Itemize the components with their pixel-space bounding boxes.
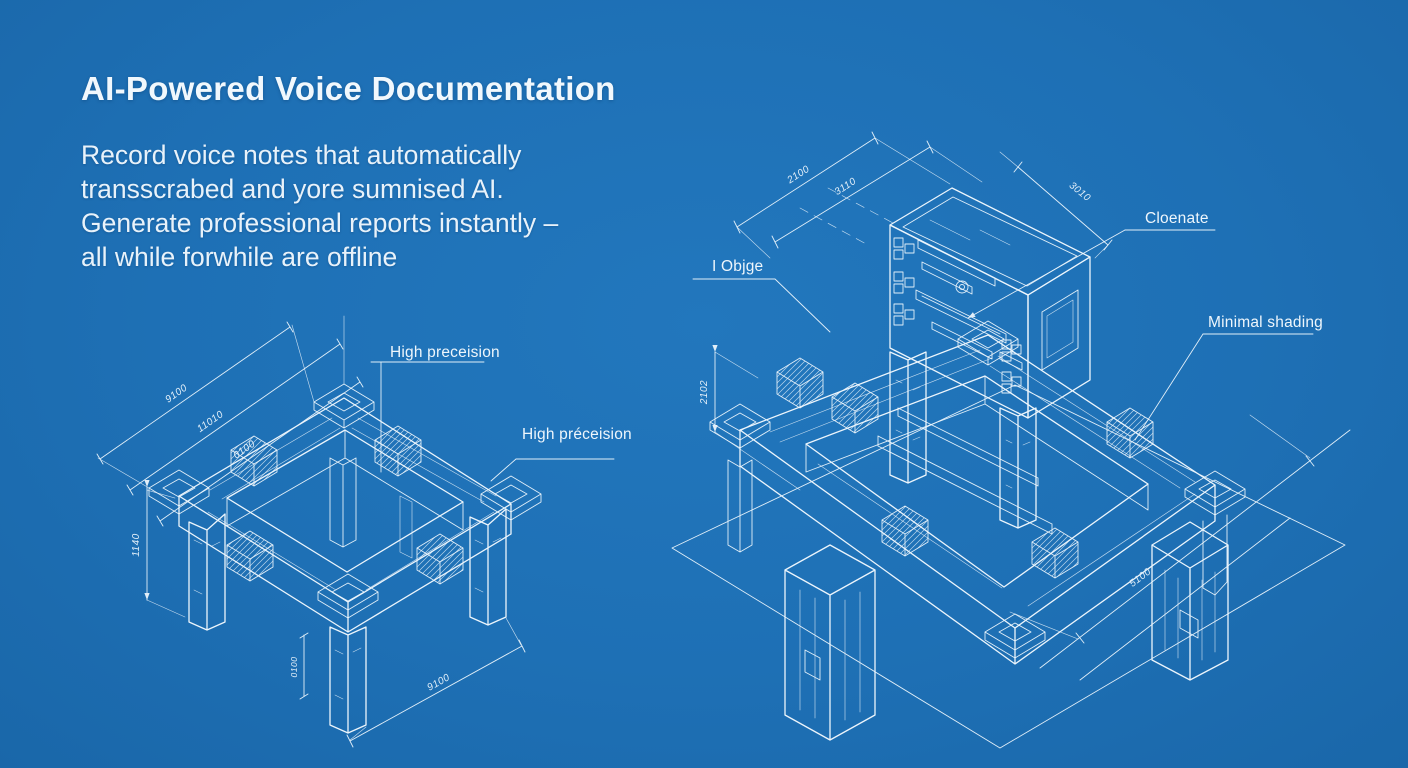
callout-label: High préceision: [522, 426, 632, 443]
panel-knob: [955, 280, 969, 294]
left-blueprint-figure: 9100 11010 0100 1140 0100 9100 High prec…: [96, 315, 632, 748]
hatched-blocks: [226, 425, 464, 585]
panel-slots: [915, 239, 1023, 371]
dim-label: 3110: [833, 176, 859, 198]
dim-label: 9100: [426, 672, 453, 693]
callout-minimal-shading: Minimal shading: [1134, 314, 1323, 441]
frame-legs: [188, 508, 507, 734]
control-panel-box: [799, 187, 1091, 419]
callout-label: Cloenate: [1145, 210, 1209, 227]
hatched-blocks: [776, 357, 1154, 579]
callout-high-precision-top: High preceision: [370, 344, 500, 473]
corner-cap: [148, 383, 542, 619]
body-line: transscrabed and yore sumnised AI.: [81, 174, 504, 204]
side-screen: [1041, 289, 1079, 371]
callout-cloenate: Cloenate: [967, 210, 1216, 319]
panel-buttons: [893, 237, 1022, 394]
page-title: AI-Powered Voice Documentation: [81, 70, 616, 107]
frame-structure: [148, 383, 542, 734]
callout-label: I Objge: [712, 258, 763, 275]
callout-label: Minimal shading: [1208, 314, 1323, 331]
machine-base: [709, 320, 1246, 741]
dim-label: 3010: [1067, 180, 1093, 204]
right-blueprint-figure: 2100 3110 3010 2102 5100 I Objge Cloenat…: [671, 131, 1351, 749]
dim-label: 2102: [699, 380, 710, 405]
callout-label: High preceision: [390, 344, 500, 361]
dim-label: 0100: [289, 657, 299, 678]
body-line: Generate professional reports instantly …: [81, 208, 559, 238]
dim-label: 1140: [131, 533, 142, 557]
callout-high-precision-right: High préceision: [490, 426, 632, 482]
gantry-columns: [877, 351, 1053, 535]
ground-plane: [671, 384, 1346, 749]
dim-label: 11010: [195, 409, 226, 435]
callout-objge: I Objge: [692, 258, 831, 333]
body-line: Record voice notes that automatically: [81, 140, 522, 170]
dimension-lines: 9100 11010 0100 1140 0100 9100: [96, 315, 526, 748]
machine-legs: [727, 459, 1229, 741]
dim-label: 5100: [1128, 566, 1154, 589]
dim-label: 2100: [785, 164, 812, 187]
body-line: all while forwhile are offline: [81, 242, 398, 272]
body-text: Record voice notes that automatically tr…: [81, 138, 661, 274]
dim-label: 9100: [163, 382, 189, 405]
